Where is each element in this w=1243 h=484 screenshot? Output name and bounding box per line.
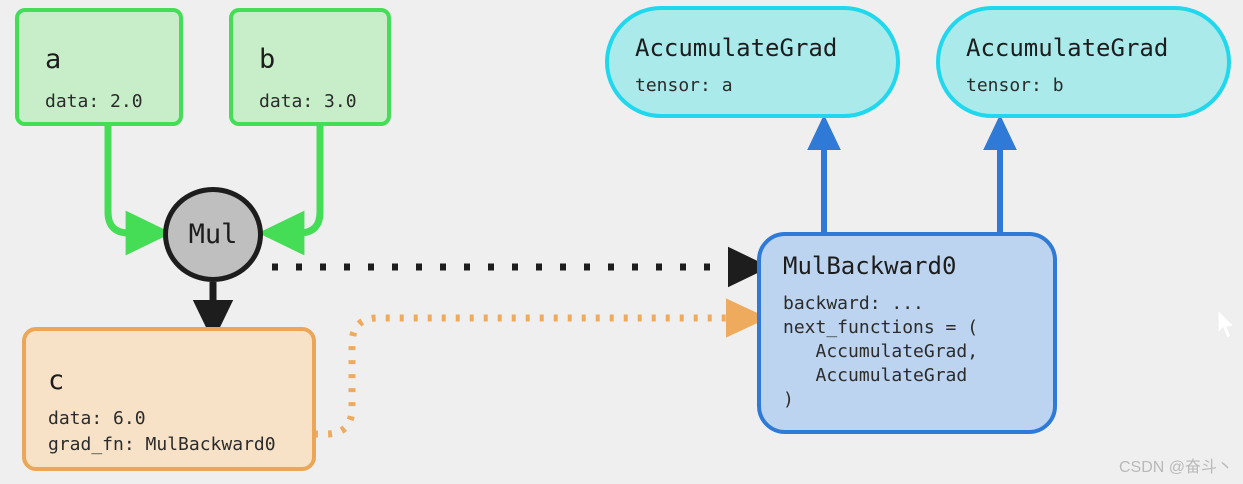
accumulategrad-b-title: AccumulateGrad	[966, 34, 1169, 62]
mouse-cursor-icon	[1217, 308, 1236, 339]
tensor-a-data: data: 2.0	[45, 91, 143, 112]
tensor-node-c[interactable]: c data: 6.0 grad_fn: MulBackward0	[22, 327, 316, 471]
edge-a-to-mul	[104, 126, 172, 256]
tensor-node-b[interactable]: b data: 3.0	[229, 8, 391, 126]
accumulategrad-a-title: AccumulateGrad	[635, 34, 838, 62]
edge-b-to-mul	[258, 126, 324, 256]
tensor-c-gradfn: grad_fn: MulBackward0	[48, 434, 276, 455]
gradfn-line-accumulategrad-1: AccumulateGrad,	[783, 341, 979, 362]
tensor-b-data: data: 3.0	[259, 91, 357, 112]
tensor-node-a[interactable]: a data: 2.0	[15, 8, 183, 126]
gradfn-title: MulBackward0	[783, 252, 957, 280]
accumulategrad-node-a[interactable]: AccumulateGrad tensor: a	[605, 6, 900, 118]
gradfn-line-next-functions: next_functions = (	[783, 317, 979, 338]
operation-label: Mul	[188, 219, 238, 250]
edge-c-to-mulbackward0	[300, 298, 768, 438]
accumulategrad-b-tensor: tensor: b	[966, 75, 1064, 96]
gradfn-line-close-paren: )	[783, 389, 794, 410]
accumulategrad-a-tensor: tensor: a	[635, 75, 733, 96]
tensor-c-data: data: 6.0	[48, 408, 146, 429]
watermark-text: CSDN @奋斗丶	[1118, 459, 1233, 476]
gradfn-line-backward: backward: ...	[783, 293, 924, 314]
tensor-b-name: b	[259, 44, 276, 75]
gradfn-line-accumulategrad-2: AccumulateGrad	[783, 365, 968, 386]
accumulategrad-node-b[interactable]: AccumulateGrad tensor: b	[936, 6, 1231, 118]
tensor-c-name: c	[48, 365, 65, 396]
gradfn-node-mulbackward0[interactable]: MulBackward0 backward: ... next_function…	[757, 232, 1057, 434]
tensor-a-name: a	[45, 44, 62, 75]
operation-node-mul[interactable]: Mul	[163, 187, 263, 282]
